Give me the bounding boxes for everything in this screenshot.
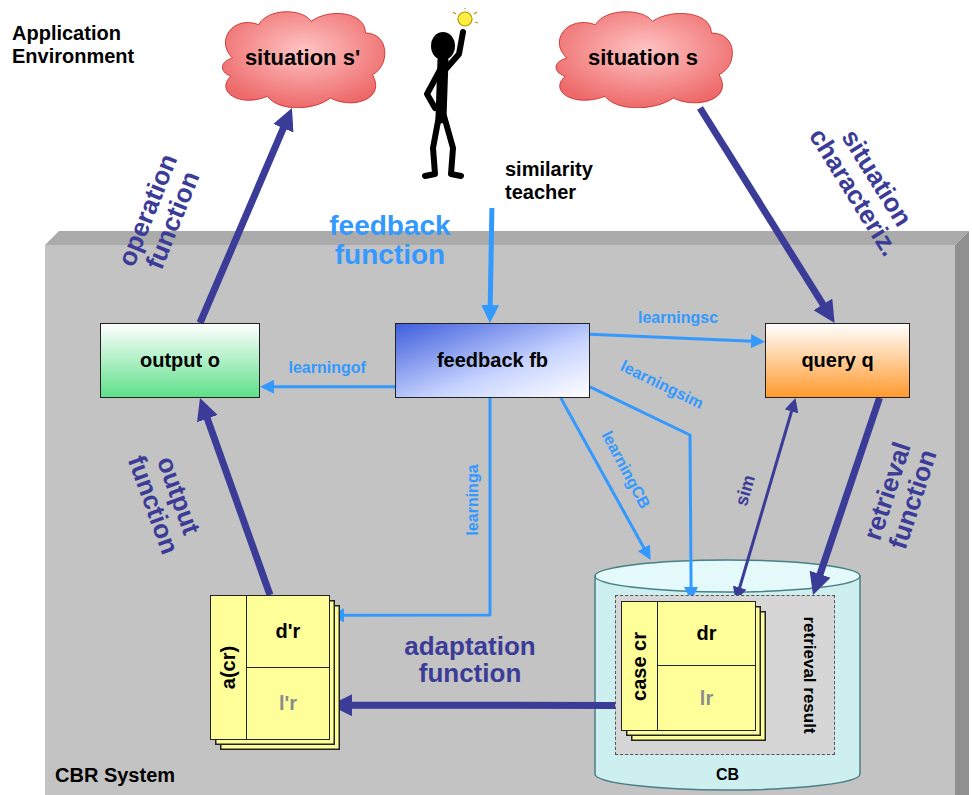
connector-arrow xyxy=(207,417,270,595)
connector-arrow xyxy=(819,398,879,576)
retrieval-label: retrieval result xyxy=(799,616,819,733)
card-title: a(cr) xyxy=(217,646,240,689)
case-card: case cr dr lr xyxy=(621,601,756,731)
edge-label: situation characteriz. xyxy=(799,102,930,267)
person-figure xyxy=(405,8,485,183)
situation-cloud: situation s xyxy=(548,8,738,108)
edge-label: learningsc xyxy=(638,309,718,327)
box-label: output o xyxy=(140,349,220,372)
query-box: query q xyxy=(765,323,910,398)
cylinder-body xyxy=(595,576,860,790)
edge-label: operation function xyxy=(109,142,210,288)
output-box: output o xyxy=(100,323,260,398)
panel-face xyxy=(45,245,955,795)
card-cell: case cr xyxy=(622,602,658,730)
box-label: feedback fb xyxy=(437,349,548,372)
retrieval-result: retrieval result case cr dr lr xyxy=(615,595,835,755)
case-base-label: CB xyxy=(595,766,860,784)
label-strip: retrieval result xyxy=(784,596,834,754)
adapted-case-card: a(cr) d'r l'r xyxy=(210,595,330,740)
card-description: d'r xyxy=(276,620,301,643)
edge-label: adaptation function xyxy=(380,633,560,688)
edge-label: output function xyxy=(118,432,212,568)
card-cell: l'r xyxy=(247,668,329,740)
card-lesson: l'r xyxy=(279,692,297,715)
card-cell: a(cr) xyxy=(211,596,247,739)
connector-arrow xyxy=(272,385,395,388)
box-label: query q xyxy=(801,349,873,372)
case-base: CB retrieval result case cr dr lr xyxy=(595,560,860,790)
panel-top xyxy=(45,231,969,245)
card-cell: d'r xyxy=(247,596,329,668)
situation-label: situation s' xyxy=(245,45,360,71)
connector-arrow xyxy=(590,334,753,341)
connector-arrow xyxy=(342,398,490,615)
edge-label: learningCB xyxy=(597,428,653,512)
edge-label: sim xyxy=(731,472,760,508)
connector-arrow xyxy=(490,208,492,307)
system-label: CBR System xyxy=(55,764,175,787)
situation-label: situation s xyxy=(588,45,698,71)
feedback-box: feedback fb xyxy=(395,323,590,398)
environment-label: Application Environment xyxy=(12,22,202,68)
connector-arrow xyxy=(590,387,691,589)
edge-label: retrieval function xyxy=(855,427,946,563)
card-description: dr xyxy=(697,622,717,645)
edge-label: learningof xyxy=(289,359,366,377)
situation-cloud: situation s' xyxy=(215,8,390,108)
teacher-label: similarity teacher xyxy=(505,158,625,204)
card-title: case cr xyxy=(628,632,651,701)
edge-label: learningsim xyxy=(618,357,707,413)
teacher-figure: similarity teacher xyxy=(405,8,625,208)
panel-side xyxy=(955,231,969,795)
card-cell: lr xyxy=(658,666,755,730)
edge-label: feedback function xyxy=(305,211,475,270)
connector-arrow xyxy=(350,702,615,709)
card-cell: dr xyxy=(658,602,755,666)
edge-label: learninga xyxy=(463,464,481,535)
connector-arrow xyxy=(200,126,284,323)
card-lesson: lr xyxy=(700,687,713,710)
